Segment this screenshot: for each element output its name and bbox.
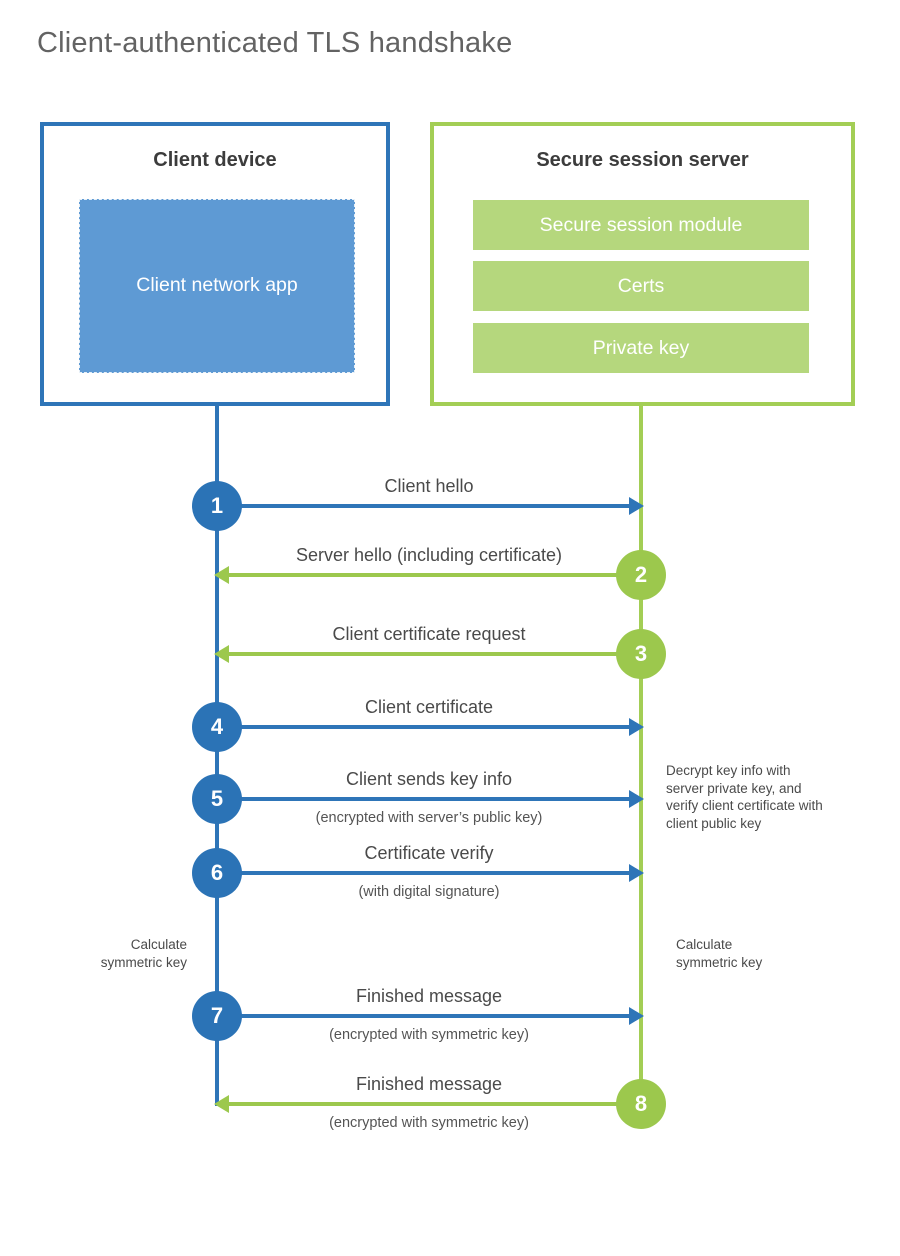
- arrow-line: [217, 725, 630, 729]
- server-module-private-key: Private key: [473, 323, 809, 373]
- arrow-right-icon: [629, 497, 644, 515]
- arrow-right-icon: [629, 864, 644, 882]
- message-label: Certificate verify: [364, 843, 494, 863]
- message-label: Client certificate request: [332, 624, 526, 644]
- client-network-app-box: Client network app: [79, 199, 355, 373]
- message-label: Client hello: [384, 476, 474, 496]
- message-label: Client sends key info: [345, 769, 513, 789]
- page-title: Client-authenticated TLS handshake: [37, 27, 513, 59]
- arrow-right-icon: [629, 718, 644, 736]
- message-row-3: Client certificate request 3: [214, 624, 666, 694]
- step-badge: 1: [192, 481, 242, 531]
- message-sublabel: (encrypted with server’s public key): [315, 810, 543, 826]
- arrow-right-icon: [629, 1007, 644, 1025]
- client-network-app-label: Client network app: [136, 274, 298, 297]
- step-badge: 4: [192, 702, 242, 752]
- message-label: Server hello (including certificate): [295, 545, 563, 565]
- server-module-secure-session: Secure session module: [473, 200, 809, 250]
- server-module-certs: Certs: [473, 261, 809, 311]
- step-badge: 6: [192, 848, 242, 898]
- secure-session-server-box: Secure session server Secure session mod…: [430, 122, 855, 406]
- arrow-line: [217, 1014, 630, 1018]
- message-label: Client certificate: [364, 697, 494, 717]
- arrow-line: [217, 504, 630, 508]
- message-row-5: Client sends key info (encrypted with se…: [192, 769, 644, 839]
- step-badge: 8: [616, 1079, 666, 1129]
- message-sublabel: (encrypted with symmetric key): [329, 1027, 529, 1043]
- arrow-line: [217, 797, 630, 801]
- message-row-6: Certificate verify (with digital signatu…: [192, 843, 644, 913]
- message-row-1: Client hello 1: [192, 476, 644, 546]
- step-badge: 2: [616, 550, 666, 600]
- client-device-box: Client device Client network app: [40, 122, 390, 406]
- client-device-title: Client device: [153, 149, 277, 171]
- note-decrypt-key-info: Decrypt key info with server private key…: [666, 763, 823, 831]
- message-label: Finished message: [355, 1074, 503, 1094]
- message-label: Finished message: [355, 986, 503, 1006]
- note-calculate-symmetric-key-server: Calculate symmetric key: [676, 936, 810, 971]
- arrow-line: [228, 652, 641, 656]
- message-sublabel: (with digital signature): [358, 884, 500, 900]
- arrow-right-icon: [629, 790, 644, 808]
- arrow-left-icon: [214, 566, 229, 584]
- secure-session-server-title: Secure session server: [536, 149, 749, 171]
- arrow-line: [217, 871, 630, 875]
- step-badge: 3: [616, 629, 666, 679]
- arrow-left-icon: [214, 1095, 229, 1113]
- arrow-line: [228, 573, 641, 577]
- message-row-2: Server hello (including certificate) 2: [214, 545, 666, 615]
- arrow-left-icon: [214, 645, 229, 663]
- note-line: symmetric key: [100, 954, 187, 970]
- message-row-8: Finished message (encrypted with symmetr…: [214, 1074, 666, 1144]
- client-lifeline: [215, 405, 219, 1106]
- message-row-7: Finished message (encrypted with symmetr…: [192, 986, 644, 1056]
- note-calculate-symmetric-key-client: Calculate symmetric key: [53, 936, 187, 971]
- step-badge: 5: [192, 774, 242, 824]
- note-line: symmetric key: [676, 954, 763, 970]
- note-line: Calculate: [130, 937, 187, 952]
- server-lifeline: [639, 405, 643, 1106]
- message-sublabel: (encrypted with symmetric key): [329, 1115, 529, 1131]
- note-line: Calculate: [676, 937, 733, 952]
- arrow-line: [228, 1102, 641, 1106]
- step-badge: 7: [192, 991, 242, 1041]
- message-row-4: Client certificate 4: [192, 697, 644, 767]
